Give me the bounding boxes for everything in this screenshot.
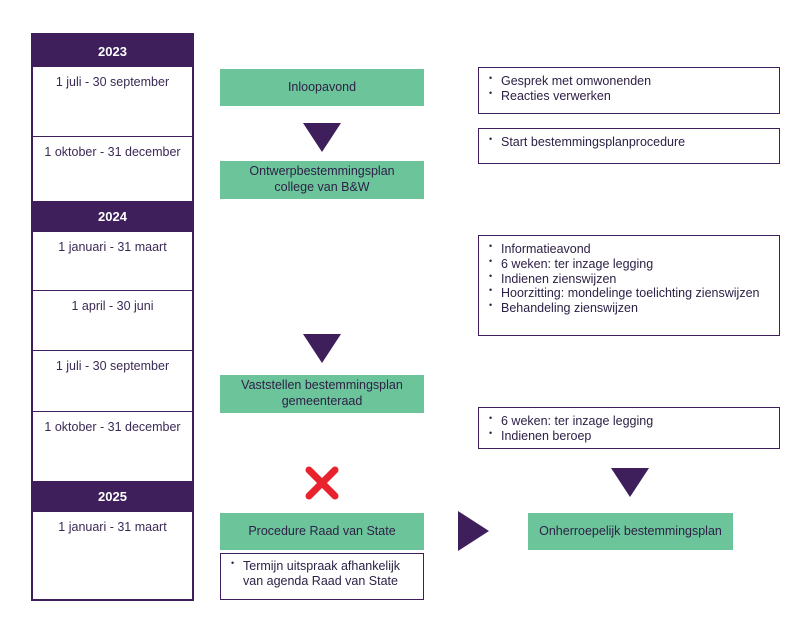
note-item: Informatieavond [489,241,771,257]
step-vaststellen-bestemmingsplan: Vaststellen bestemmingsplan gemeenteraad [220,375,424,413]
note-item: Hoorzitting: mondelinge toelichting zien… [489,285,771,301]
period-2023-q3: 1 juli - 30 september [55,75,170,89]
step-raad-van-state-label: Procedure Raad van State [248,523,396,538]
right-triangle-icon [458,511,489,551]
step-procedure-raad-van-state: Procedure Raad van State [220,513,424,550]
period-2025-q1: 1 januari - 31 maart [58,520,167,534]
year-header-2024: 2024 [33,201,192,232]
step-vaststellen-line2: gemeenteraad [281,394,363,408]
period-2024-q2: 1 april - 30 juni [33,290,192,350]
period-2024-q4: 1 oktober - 31 december [33,411,192,481]
note-item: Behandeling zienswijzen [489,300,771,316]
note-item: Start bestemmingsplanprocedure [489,134,771,150]
note-item: Indienen beroep [489,428,771,444]
note-item: Indienen zienswijzen [489,271,771,287]
note-item: 6 weken: ter inzage legging [489,256,771,272]
down-triangle-icon [611,468,649,497]
step-inloopavond-label: Inloopavond [287,79,357,94]
step-ontwerp-line2: college van B&W [274,180,370,194]
period-2024-q1: 1 januari - 31 maart [58,240,167,254]
note-box-beroep: 6 weken: ter inzage legging Indienen ber… [478,407,780,449]
period-2024-q3: 1 juli - 30 september [33,350,192,411]
step-vaststellen-line1: Vaststellen bestemmingsplan [241,378,403,393]
red-x-icon [305,466,339,500]
note-box-zienswijzen: Informatieavond 6 weken: ter inzage legg… [478,235,780,336]
step-onherroepelijk-bestemmingsplan: Onherroepelijk bestemmingsplan [528,513,733,550]
step-ontwerpbestemmingsplan: Ontwerpbestemmingsplan college van B&W [220,161,424,199]
timeline-column: 2023 1 juli - 30 september 1 oktober - 3… [31,33,194,601]
step-inloopavond: Inloopavond [220,69,424,106]
note-item: Gesprek met omwonenden [489,73,771,89]
down-triangle-icon [303,334,341,363]
year-header-2023: 2023 [33,35,192,67]
note-box-omwonenden: Gesprek met omwonenden Reacties verwerke… [478,67,780,114]
step-onherroepelijk-label: Onherroepelijk bestemmingsplan [539,523,722,538]
year-header-2025: 2025 [33,481,192,512]
note-item: 6 weken: ter inzage legging [489,413,771,429]
note-item: Reacties verwerken [489,88,771,104]
down-triangle-icon [303,123,341,152]
period-2023-q4: 1 oktober - 31 december [33,136,192,201]
step-ontwerp-line1: Ontwerpbestemmingsplan [249,164,395,179]
note-box-start-procedure: Start bestemmingsplanprocedure [478,128,780,164]
